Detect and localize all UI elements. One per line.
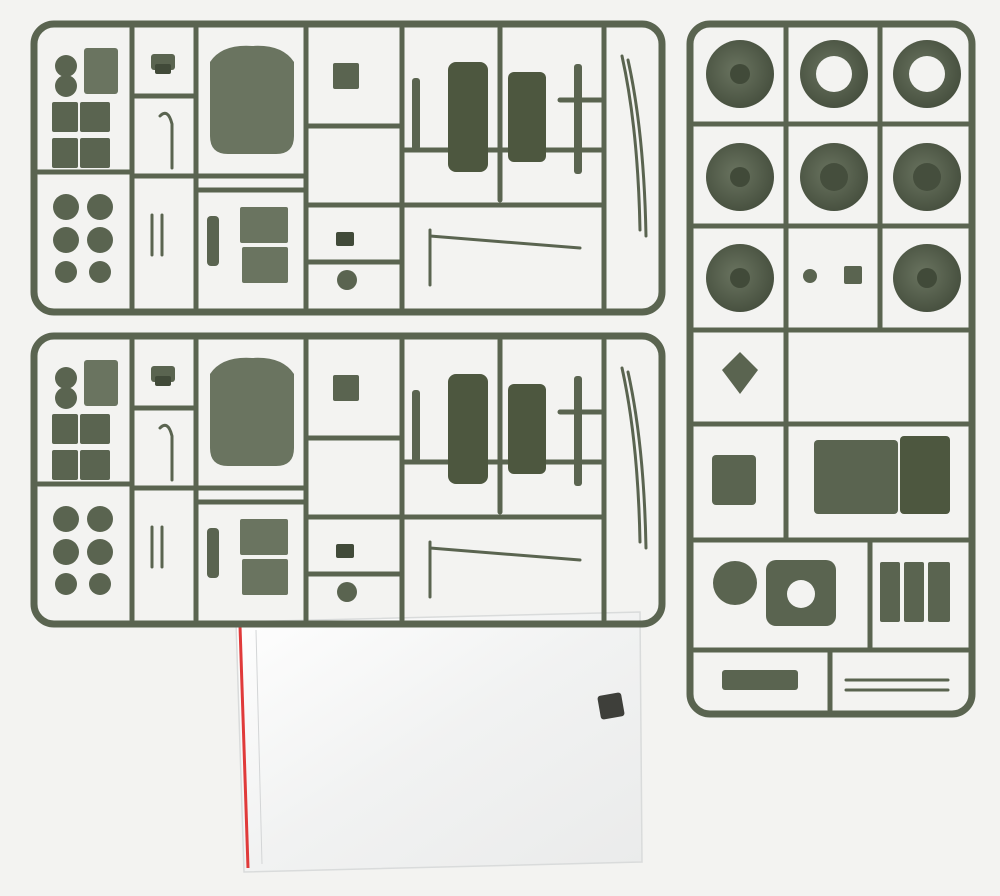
bag-zip-stripe <box>238 625 250 869</box>
sprue-right-wheels <box>686 20 976 718</box>
small-loose-part <box>597 692 625 720</box>
zip-bag <box>235 611 643 873</box>
sprue-upper-left <box>30 20 666 316</box>
